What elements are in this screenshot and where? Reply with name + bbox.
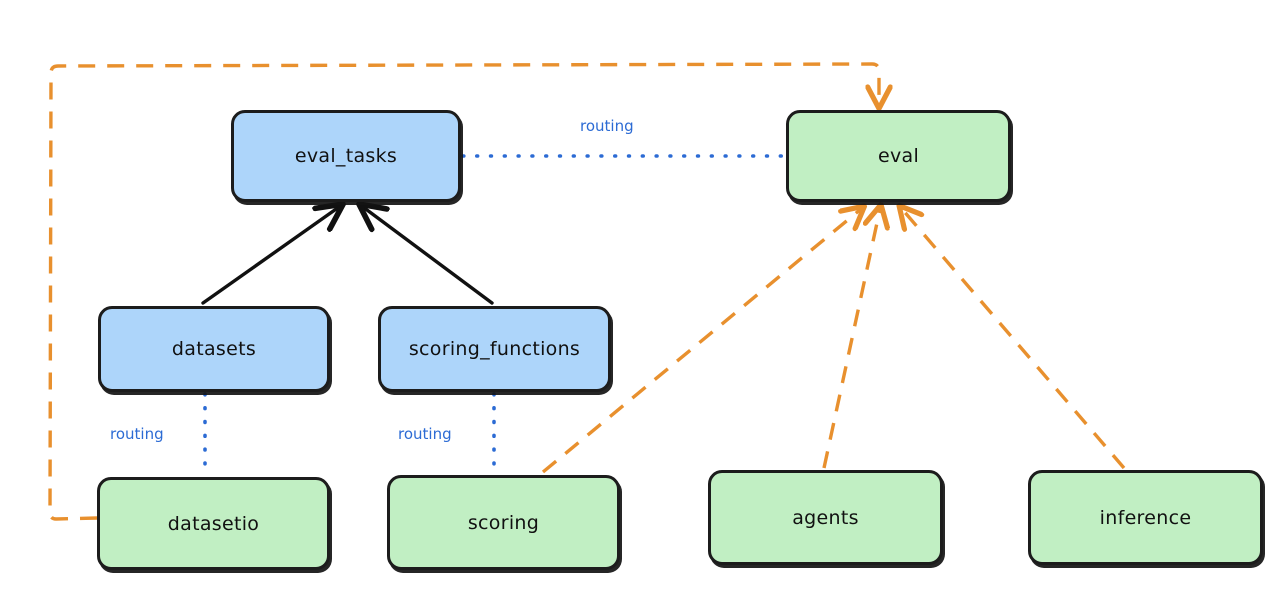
edge-agents-eval [822, 209, 880, 469]
node-label: agents [792, 506, 859, 529]
edge-scoring_functions-eval_tasks [363, 207, 494, 305]
edge-datasetio-eval [48, 62, 879, 521]
node-eval[interactable]: eval [786, 110, 1011, 202]
edge-inference-eval [902, 209, 1126, 470]
node-label: inference [1099, 506, 1192, 529]
edge-label-routing-eval-tasks-eval: routing [580, 117, 634, 135]
node-label: datasetio [167, 512, 260, 535]
node-scoring-functions[interactable]: scoring_functions [378, 306, 611, 392]
node-inference[interactable]: inference [1028, 470, 1263, 565]
edge-scoring-eval [541, 209, 861, 474]
node-label: eval_tasks [294, 145, 398, 167]
edge-label-routing-scoring-functions-scoring: routing [398, 425, 452, 443]
node-datasets[interactable]: datasets [98, 306, 330, 392]
node-agents[interactable]: agents [708, 470, 943, 565]
node-label: scoring_functions [408, 338, 581, 360]
node-eval-tasks[interactable]: eval_tasks [231, 110, 461, 202]
node-label: eval [877, 145, 920, 167]
node-datasetio[interactable]: datasetio [97, 477, 330, 570]
edge-datasets-eval_tasks [201, 207, 339, 305]
node-label: scoring [467, 511, 540, 534]
edge-label-routing-datasets-datasetio: routing [110, 425, 164, 443]
node-label: datasets [171, 338, 257, 360]
node-scoring[interactable]: scoring [387, 475, 620, 570]
